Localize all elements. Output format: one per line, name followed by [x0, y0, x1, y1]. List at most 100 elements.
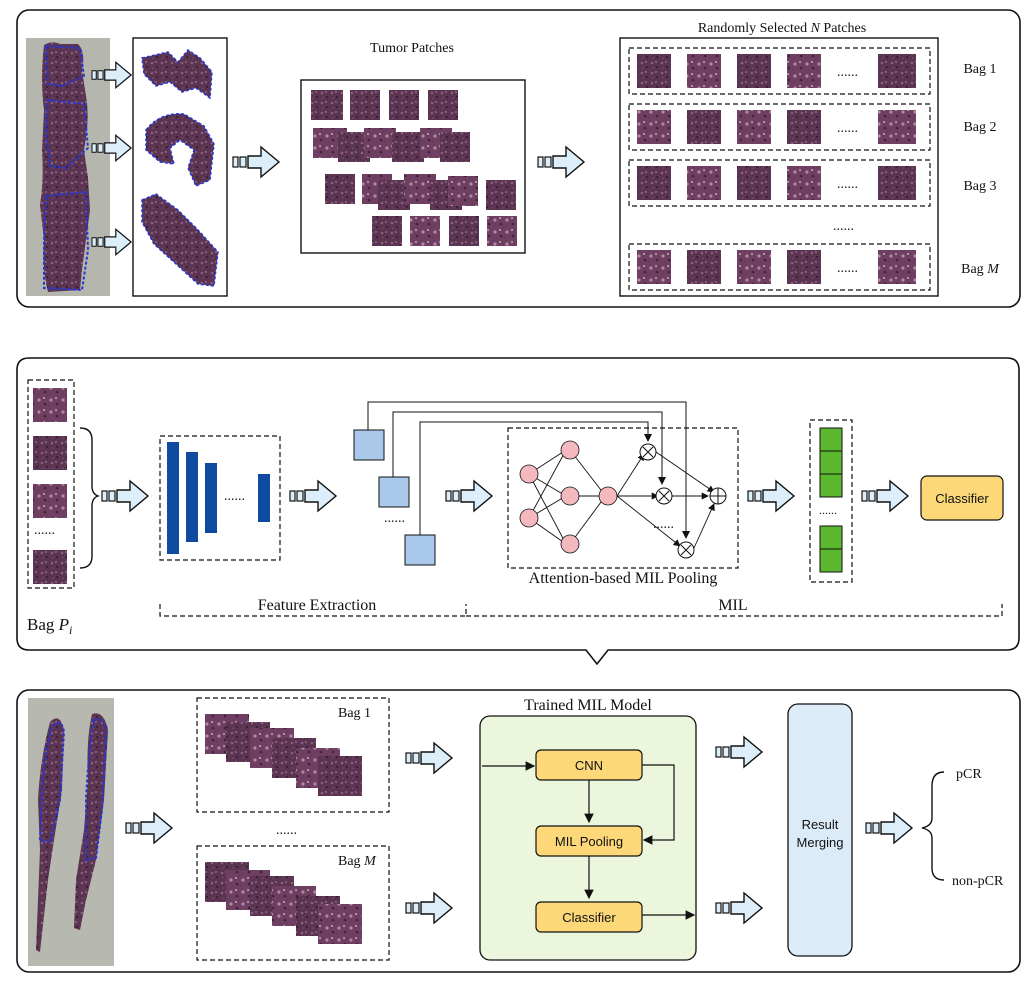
arrow-model-to-merge-2	[715, 892, 763, 924]
tumor-patch	[392, 132, 424, 162]
tumor-patch	[440, 132, 470, 162]
test-bag-m-box	[196, 845, 390, 961]
arrow-model-to-merge-1	[715, 736, 763, 768]
cnn-layer	[167, 442, 179, 554]
arrow-to-outcome	[865, 812, 913, 844]
mil-pooling-label: MIL Pooling	[555, 834, 623, 849]
bag-pi-patch	[33, 484, 67, 518]
test-bag-dots: ......	[276, 823, 297, 838]
bag-pi-patch	[33, 550, 67, 584]
bag-patch	[687, 54, 721, 88]
outcome-brace	[921, 771, 945, 881]
classifier-box	[920, 475, 1004, 521]
tumor-patches-title: Tumor Patches	[370, 41, 454, 56]
inference-classifier-label: Classifier	[562, 910, 616, 925]
bag-patch	[687, 166, 721, 200]
bag-patch	[787, 250, 821, 284]
bag-patch	[787, 110, 821, 144]
attention-pooling-label: Attention-based MIL Pooling	[529, 570, 718, 587]
bag-patch	[878, 166, 916, 200]
tumor-patch	[428, 90, 458, 120]
tumor-patch	[449, 216, 479, 246]
attention-node	[598, 486, 618, 506]
bag-patch	[637, 110, 671, 144]
bag-label-3: Bag 3	[963, 179, 996, 194]
feature-dots: ......	[384, 511, 405, 526]
tumor-annotation-1	[44, 44, 86, 88]
arrow-bag1-to-model	[405, 742, 453, 774]
attention-node	[519, 508, 539, 528]
tumor-patch	[311, 90, 343, 120]
bag-patch	[787, 54, 821, 88]
tumor-patch	[372, 216, 402, 246]
outcome-non-pcr: non-pCR	[952, 874, 1004, 889]
row-dots: ......	[837, 261, 858, 276]
bag-patch	[737, 54, 771, 88]
bag-label-1: Bag 1	[963, 62, 996, 77]
test-tumor-annotation-2	[85, 718, 108, 862]
row-dots: ......	[837, 121, 858, 136]
inference-classifier-box	[535, 901, 643, 933]
bag-patch	[637, 166, 671, 200]
bag-patch	[687, 250, 721, 284]
tumor-patch	[487, 216, 517, 246]
tumor-patch	[350, 90, 380, 120]
bag-patch	[878, 54, 916, 88]
cropped-region-3	[141, 193, 219, 287]
test-bag-1-label: Bag 1	[338, 706, 371, 721]
bag-patch	[878, 250, 916, 284]
arrow-to-attention	[445, 480, 493, 512]
row-dots: ......	[837, 177, 858, 192]
tumor-patch	[486, 180, 516, 210]
tumor-patch	[410, 216, 440, 246]
bag-pi-patch	[33, 388, 67, 422]
arrow-to-test-bags	[125, 812, 173, 844]
test-bag-1-box	[196, 697, 390, 813]
classifier-label: Classifier	[935, 491, 989, 506]
attention-dots: ......	[653, 517, 674, 532]
bag-patch	[737, 250, 771, 284]
test-tissue-2	[74, 713, 108, 930]
embedding-cell	[819, 427, 843, 452]
bag-patch	[878, 110, 916, 144]
feature-extraction-label: Feature Extraction	[258, 597, 377, 614]
arrow-bagm-to-model	[405, 892, 453, 924]
tumor-patch	[389, 90, 419, 120]
bag-patch	[737, 110, 771, 144]
cnn-dots: ......	[224, 489, 245, 504]
result-merging-label-1: Result	[802, 817, 839, 832]
sum-icon	[709, 487, 727, 505]
bag-pi-dots: ......	[34, 523, 55, 538]
bag-label-m: Bag M	[961, 262, 1000, 277]
tumor-annotation-2	[44, 98, 90, 170]
random-patches-title: Randomly Selected N Patches	[698, 21, 866, 36]
cnn-skip-line	[642, 764, 675, 845]
attention-pooling-box	[507, 427, 739, 569]
bag-patch	[637, 54, 671, 88]
arrow-to-feature-extraction	[101, 480, 149, 512]
mil-label: MIL	[718, 597, 747, 614]
skip-connection	[367, 401, 690, 539]
tumor-patch	[448, 176, 478, 206]
bag-patch	[737, 166, 771, 200]
bag-row-1: ......	[628, 47, 931, 95]
skip-connection	[419, 421, 652, 535]
multiply-icon	[677, 541, 695, 559]
bag-row-m: ......	[628, 243, 931, 291]
bag-brace	[79, 427, 101, 569]
attention-node	[560, 486, 580, 506]
mil-bracket	[466, 604, 1003, 617]
panel-training	[16, 357, 1020, 666]
cnn-layer	[186, 452, 198, 542]
bag-patch	[637, 250, 671, 284]
bag-patch	[787, 166, 821, 200]
row-dots: ......	[837, 65, 858, 80]
panel-preprocessing	[16, 9, 1021, 308]
attention-node	[560, 534, 580, 554]
panel-inference	[16, 689, 1021, 973]
attention-node	[519, 464, 539, 484]
feature-vector	[404, 534, 436, 566]
arrow-to-tumor-patches	[232, 146, 280, 178]
arrow-to-bag-embedding	[747, 480, 795, 512]
attention-node	[560, 440, 580, 460]
